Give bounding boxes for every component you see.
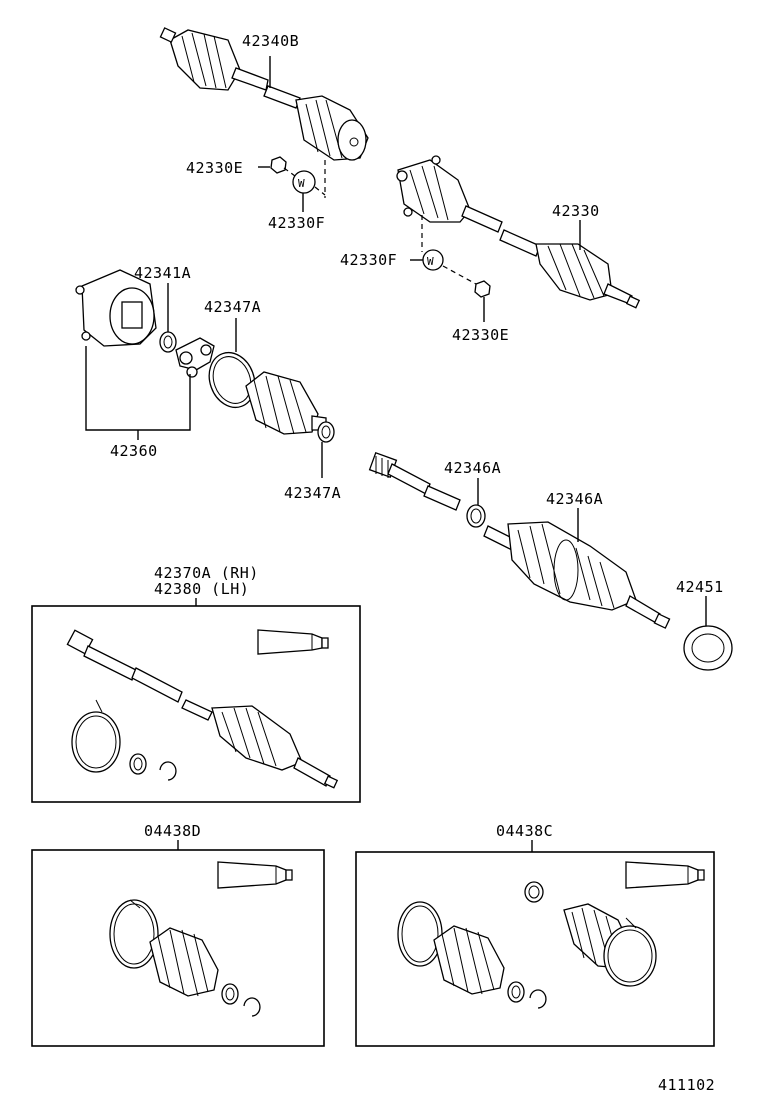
svg-text:W: W bbox=[298, 177, 305, 190]
label-42340b: 42340B bbox=[242, 32, 299, 50]
label-42346a-right: 42346A bbox=[546, 490, 603, 508]
label-42330e-top: 42330E bbox=[186, 159, 243, 177]
boot-d[interactable] bbox=[149, 927, 219, 997]
boot-clamp-42347a-large[interactable] bbox=[202, 346, 262, 414]
snap-ring[interactable] bbox=[159, 761, 177, 781]
boot-c-left[interactable] bbox=[433, 925, 505, 995]
label-42347a-top: 42347A bbox=[204, 298, 261, 316]
nut-42330e-mid[interactable] bbox=[474, 280, 491, 298]
drive-shaft-42330[interactable] bbox=[396, 155, 641, 309]
label-42370a: 42370A (RH) bbox=[154, 564, 259, 582]
inboard-boot[interactable] bbox=[245, 371, 327, 435]
boot-clamp-42347a-small[interactable] bbox=[317, 421, 335, 443]
label-42341a: 42341A bbox=[134, 264, 191, 282]
drive-shaft-right[interactable] bbox=[368, 451, 671, 629]
inboard-joint-housing[interactable] bbox=[75, 269, 157, 347]
snap-ring-d[interactable] bbox=[243, 997, 261, 1017]
dust-seal-42451[interactable] bbox=[683, 625, 733, 671]
drive-shaft-42340b[interactable] bbox=[159, 27, 369, 161]
clamp-c-mid[interactable] bbox=[507, 981, 525, 1003]
nut-42330e-top[interactable] bbox=[270, 156, 287, 174]
clamp-c-top[interactable] bbox=[524, 881, 544, 903]
label-04438c: 04438C bbox=[496, 822, 553, 840]
boot-band-large[interactable] bbox=[71, 699, 121, 773]
tripod-joint[interactable] bbox=[175, 337, 215, 378]
label-42360: 42360 bbox=[110, 442, 158, 460]
grease-tube-d[interactable] bbox=[217, 861, 293, 889]
snap-ring-c[interactable] bbox=[529, 989, 547, 1009]
boot-band-d[interactable] bbox=[109, 899, 159, 969]
boot-band-small[interactable] bbox=[129, 753, 147, 775]
grease-tube[interactable] bbox=[257, 629, 329, 655]
washer-42330f-top[interactable]: W bbox=[292, 170, 316, 194]
grease-tube-c[interactable] bbox=[625, 861, 705, 889]
label-42330: 42330 bbox=[552, 202, 600, 220]
boot-kit-box-04438c[interactable] bbox=[355, 851, 715, 1047]
label-42347a-bot: 42347A bbox=[284, 484, 341, 502]
washer-42330f-mid[interactable]: W bbox=[422, 249, 444, 271]
label-42346a-left: 42346A bbox=[444, 459, 501, 477]
boot-kit-box-04438d[interactable] bbox=[31, 849, 325, 1047]
clamp-42346a-left[interactable] bbox=[466, 504, 486, 528]
svg-text:W: W bbox=[427, 255, 434, 268]
label-42330f-mid: 42330F bbox=[340, 251, 397, 269]
clamp-d[interactable] bbox=[221, 983, 239, 1005]
label-42330e-mid: 42330E bbox=[452, 326, 509, 344]
boot-band-c-right[interactable] bbox=[603, 917, 657, 987]
assembly-kit-box-42370a[interactable] bbox=[31, 605, 361, 803]
snap-ring-42341a[interactable] bbox=[159, 331, 177, 353]
label-42451: 42451 bbox=[676, 578, 724, 596]
label-42380: 42380 (LH) bbox=[154, 580, 249, 598]
drawing-number: 411102 bbox=[658, 1076, 715, 1094]
label-04438d: 04438D bbox=[144, 822, 201, 840]
label-42330f-top: 42330F bbox=[268, 214, 325, 232]
boot-band-c[interactable] bbox=[397, 901, 443, 967]
axle-assembly[interactable] bbox=[66, 629, 339, 789]
